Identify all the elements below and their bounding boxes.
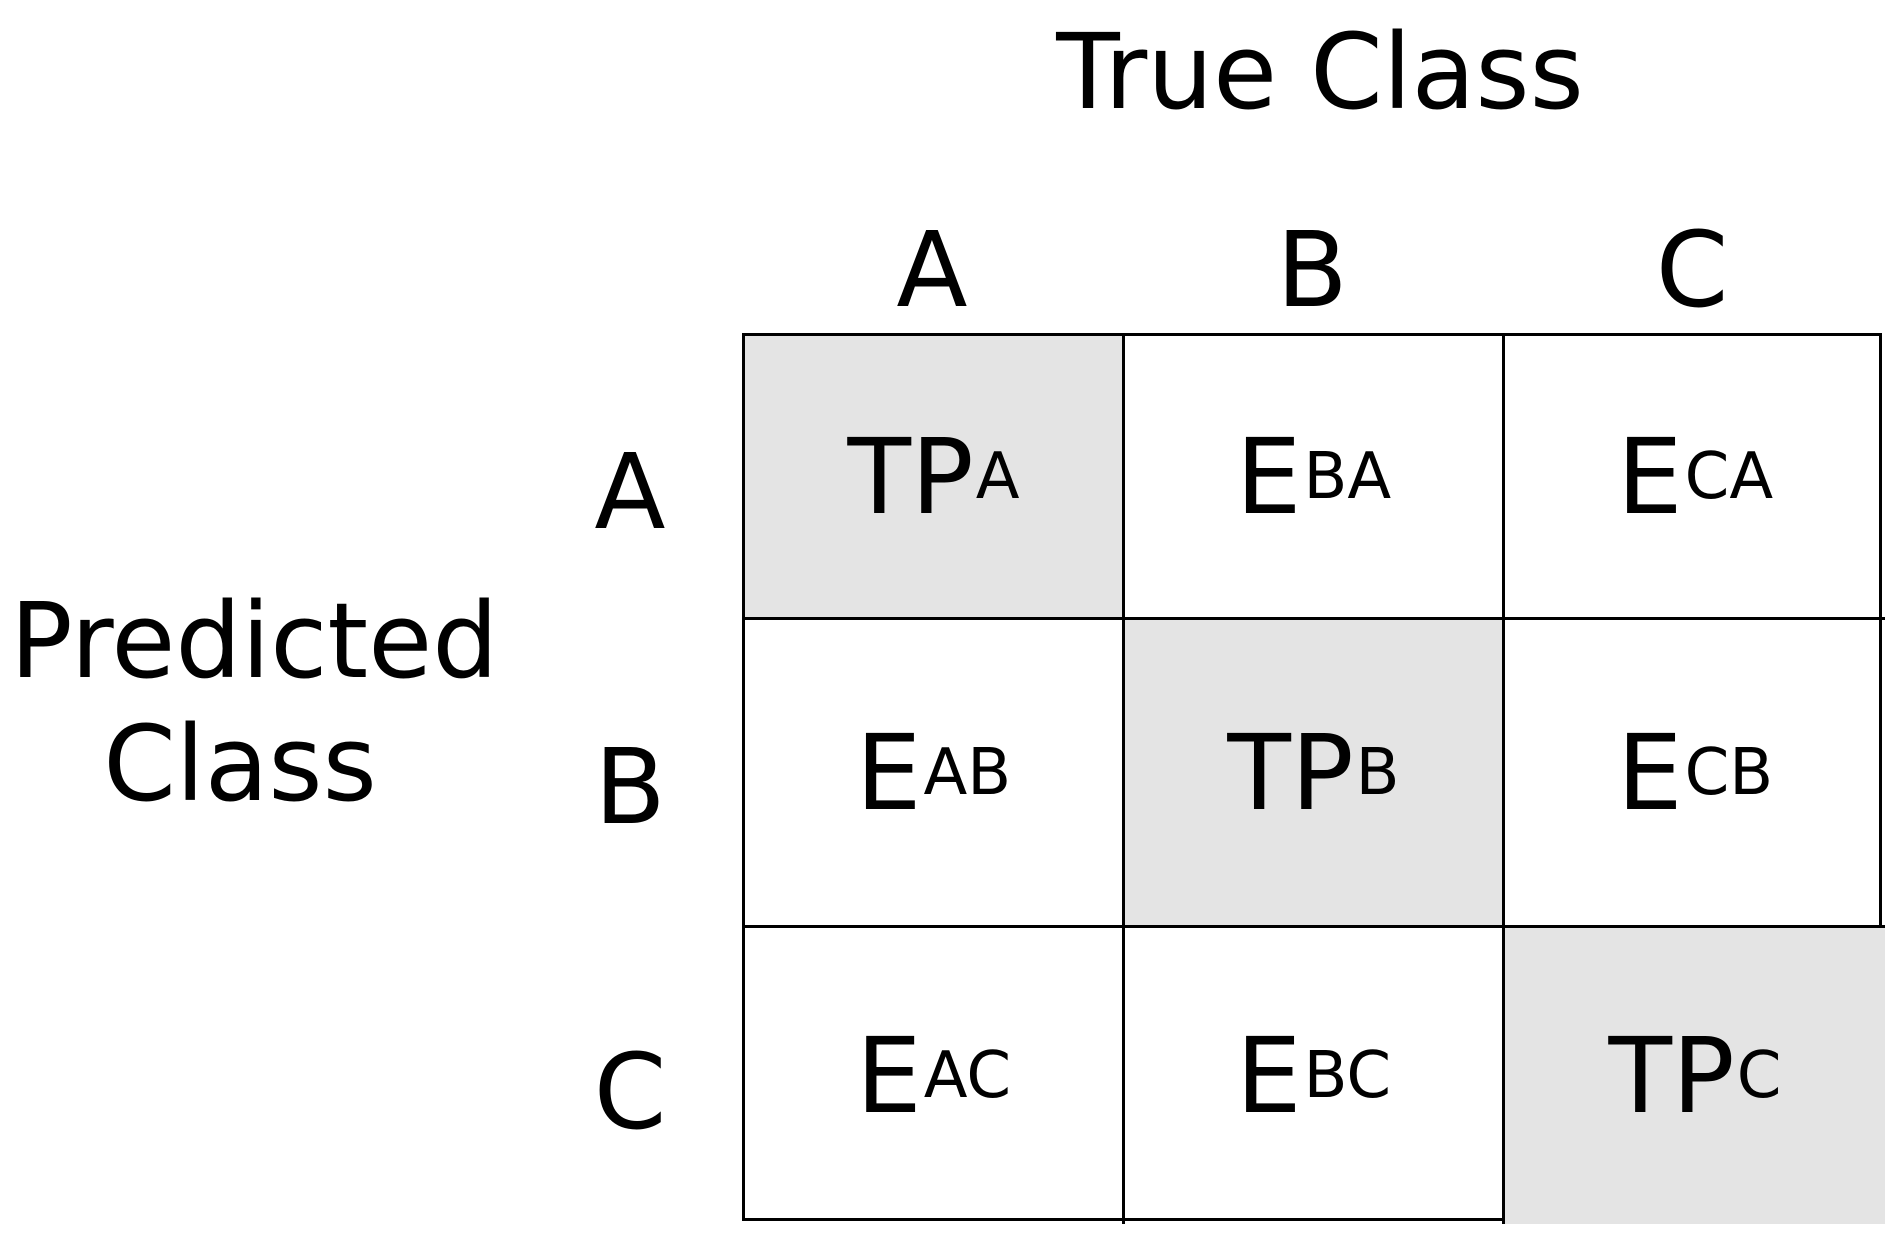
column-label-c: C: [1655, 209, 1729, 331]
column-label-b: B: [1276, 209, 1348, 331]
cell-main: E: [1616, 711, 1683, 834]
row-label-b: B: [594, 726, 666, 848]
cell-main: TP: [847, 415, 974, 538]
cell-main: E: [855, 1015, 922, 1137]
column-label-a: A: [896, 209, 968, 331]
row-label-c: C: [593, 1031, 667, 1153]
cell-main: E: [1235, 1015, 1302, 1137]
cell-main: TP: [1227, 711, 1354, 834]
predicted-class-line1: Predicted: [10, 580, 499, 702]
cell-main: E: [855, 711, 922, 834]
cell-main: E: [1616, 415, 1683, 538]
cell-main: E: [1235, 415, 1302, 538]
row-label-a: A: [594, 431, 666, 553]
cell-main: TP: [1608, 1015, 1735, 1137]
predicted-class-title: Predicted Class: [10, 580, 499, 825]
predicted-class-line2: Class: [103, 702, 377, 825]
true-class-title: True Class: [1056, 11, 1584, 133]
